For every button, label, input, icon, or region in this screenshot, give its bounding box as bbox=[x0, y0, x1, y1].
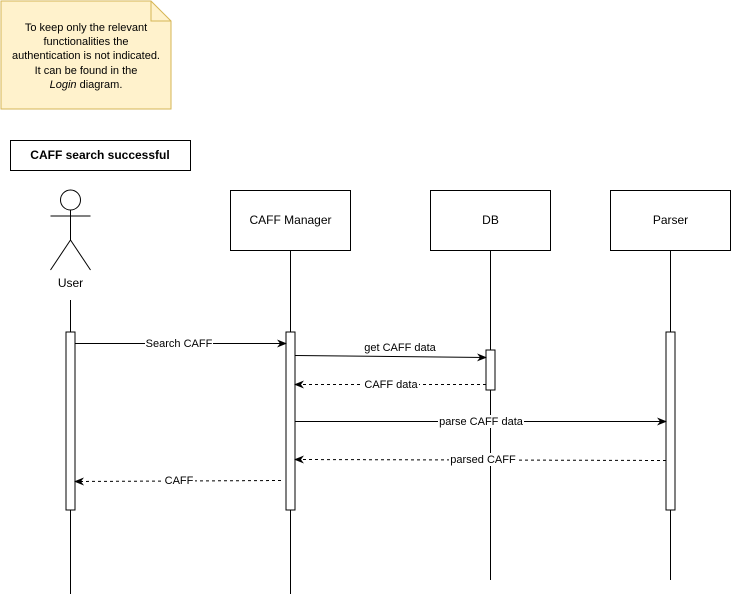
message-parsed-caff-return: parsed CAFF bbox=[294, 453, 667, 466]
message-label-caff-data: CAFF data bbox=[364, 379, 418, 391]
caff-manager-label: CAFF Manager bbox=[249, 213, 331, 227]
note-line-4: It can be found in the bbox=[35, 65, 138, 77]
message-label-caff: CAFF bbox=[165, 475, 194, 487]
manager-activation bbox=[285, 331, 296, 511]
message-parse-caff-data: parse CAFF data bbox=[295, 415, 667, 428]
user-label: User bbox=[58, 276, 83, 290]
note-line-1: To keep only the relevant bbox=[25, 22, 147, 34]
db-activation bbox=[485, 349, 496, 391]
message-search-caff: Search CAFF bbox=[75, 337, 287, 350]
message-label-parsed-caff: parsed CAFF bbox=[450, 454, 516, 466]
parser-activation bbox=[665, 331, 676, 511]
note-line-5: Login diagram. bbox=[50, 79, 123, 91]
db-box: DB bbox=[430, 190, 551, 251]
db-label: DB bbox=[482, 213, 499, 227]
note-line-2: functionalities the bbox=[44, 36, 129, 48]
user-activation bbox=[65, 331, 76, 511]
note: To keep only the relevant functionalitie… bbox=[0, 0, 172, 110]
note-login-word: Login bbox=[50, 79, 77, 91]
note-line-3: authentication is not indicated. bbox=[12, 50, 160, 62]
user-actor-icon bbox=[50, 189, 91, 271]
message-label-parse-caff-data: parse CAFF data bbox=[439, 416, 524, 428]
message-get-caff-data: get CAFF data bbox=[294, 342, 487, 362]
message-caff-data-return: CAFF data bbox=[294, 378, 486, 391]
message-label-search-caff: Search CAFF bbox=[146, 338, 213, 350]
parser-label: Parser bbox=[653, 213, 688, 227]
message-label-get-caff-data: get CAFF data bbox=[364, 342, 436, 354]
parser-box: Parser bbox=[610, 190, 731, 251]
message-caff-return: CAFF bbox=[74, 474, 282, 487]
note-line-5-rest: diagram. bbox=[77, 79, 123, 91]
frame-title: CAFF search successful bbox=[30, 148, 169, 162]
caff-manager-box: CAFF Manager bbox=[230, 190, 351, 251]
frame-title-box: CAFF search successful bbox=[10, 140, 191, 171]
